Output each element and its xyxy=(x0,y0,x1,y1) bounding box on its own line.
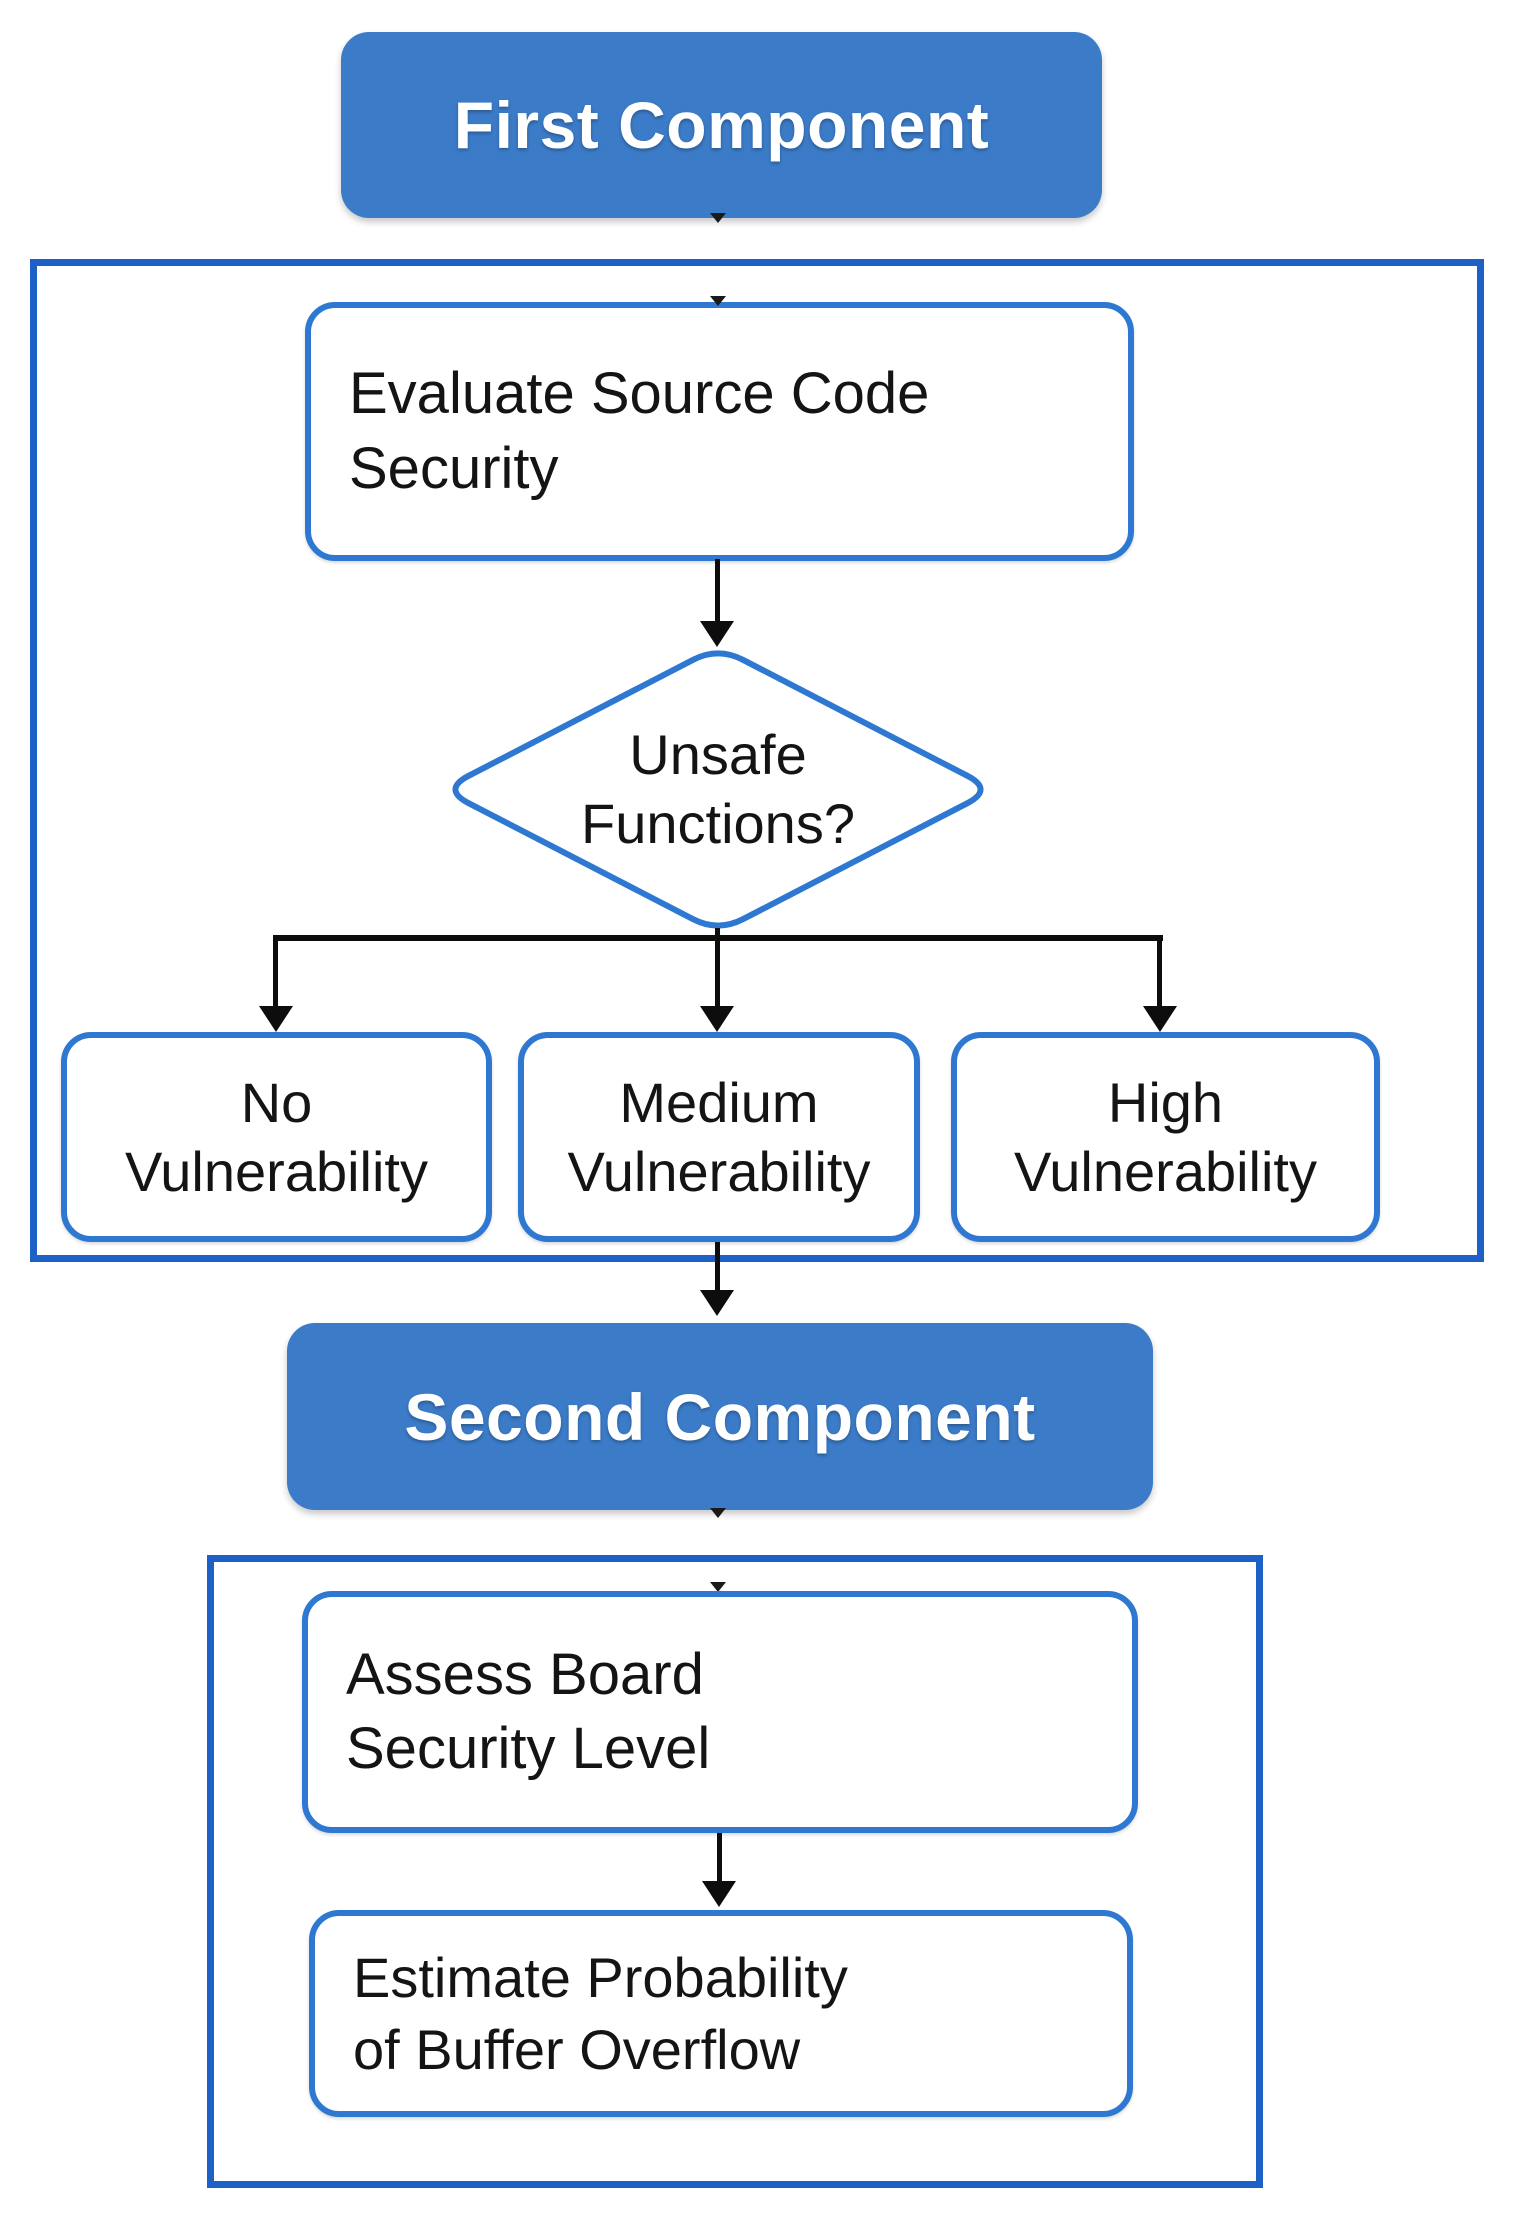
decision-stem-line xyxy=(715,928,720,938)
branch-arrow-right-line xyxy=(1157,938,1162,1008)
evaluate-source-code-node: Evaluate Source Code Security xyxy=(305,302,1134,561)
assess-board-node: Assess Board Security Level xyxy=(302,1591,1138,1833)
evaluate-line2: Security xyxy=(349,435,559,501)
second-component-container xyxy=(207,1555,1263,2188)
high-vulnerability-line1: High xyxy=(1107,1070,1224,1134)
medium-vulnerability-line2: Vulnerability xyxy=(567,1140,871,1203)
decision-label: Unsafe Functions? xyxy=(581,721,855,858)
first-component-header: First Component xyxy=(341,32,1102,218)
first-component-header-label: First Component xyxy=(453,88,990,162)
high-vulnerability-line2: Vulnerability xyxy=(1014,1140,1317,1203)
no-vulnerability-line1: No xyxy=(240,1070,313,1134)
decision-line1: Unsafe xyxy=(629,723,807,787)
first-component-container xyxy=(30,259,1484,1262)
branch-arrow-left-line xyxy=(273,938,278,1008)
estimate-line2: of Buffer Overflow xyxy=(353,2017,801,2081)
connector-tick-under-first-header xyxy=(710,213,726,223)
connector-tick-evaluate-top xyxy=(710,296,726,306)
assess-line2: Security Level xyxy=(346,1716,711,1781)
second-component-header: Second Component xyxy=(287,1323,1153,1510)
arrow-to-second-component-head xyxy=(700,1290,734,1316)
second-component-header-label: Second Component xyxy=(404,1379,1036,1454)
branch-arrow-middle-head xyxy=(700,1006,734,1032)
decision-line2: Functions? xyxy=(581,791,855,855)
medium-vulnerability-line1: Medium xyxy=(619,1070,819,1134)
arrow-to-second-component-line xyxy=(715,1242,720,1292)
evaluate-line1: Evaluate Source Code xyxy=(349,361,930,427)
branch-arrow-right-head xyxy=(1143,1006,1177,1032)
assess-line1: Assess Board xyxy=(346,1641,704,1707)
no-vulnerability-line2: Vulnerability xyxy=(125,1140,428,1203)
estimate-probability-node: Estimate Probability of Buffer Overflow xyxy=(309,1910,1133,2117)
arrow-evaluate-to-decision-head xyxy=(700,621,734,647)
connector-tick-under-second-header xyxy=(710,1508,726,1518)
high-vulnerability-node: High Vulnerability xyxy=(951,1032,1380,1242)
connector-tick-assess-top xyxy=(710,1582,726,1592)
branch-arrow-left-head xyxy=(259,1006,293,1032)
arrow-assess-to-estimate-head xyxy=(702,1881,736,1907)
decision-diamond-shape xyxy=(452,650,984,929)
arrow-assess-to-estimate-line xyxy=(717,1833,722,1883)
branch-arrow-middle-line xyxy=(715,938,720,1008)
arrow-evaluate-to-decision-line xyxy=(715,559,720,623)
no-vulnerability-node: No Vulnerability xyxy=(61,1032,492,1242)
medium-vulnerability-node: Medium Vulnerability xyxy=(518,1032,920,1242)
estimate-line1: Estimate Probability xyxy=(353,1945,848,2009)
unsafe-functions-decision: Unsafe Functions? xyxy=(443,647,993,932)
